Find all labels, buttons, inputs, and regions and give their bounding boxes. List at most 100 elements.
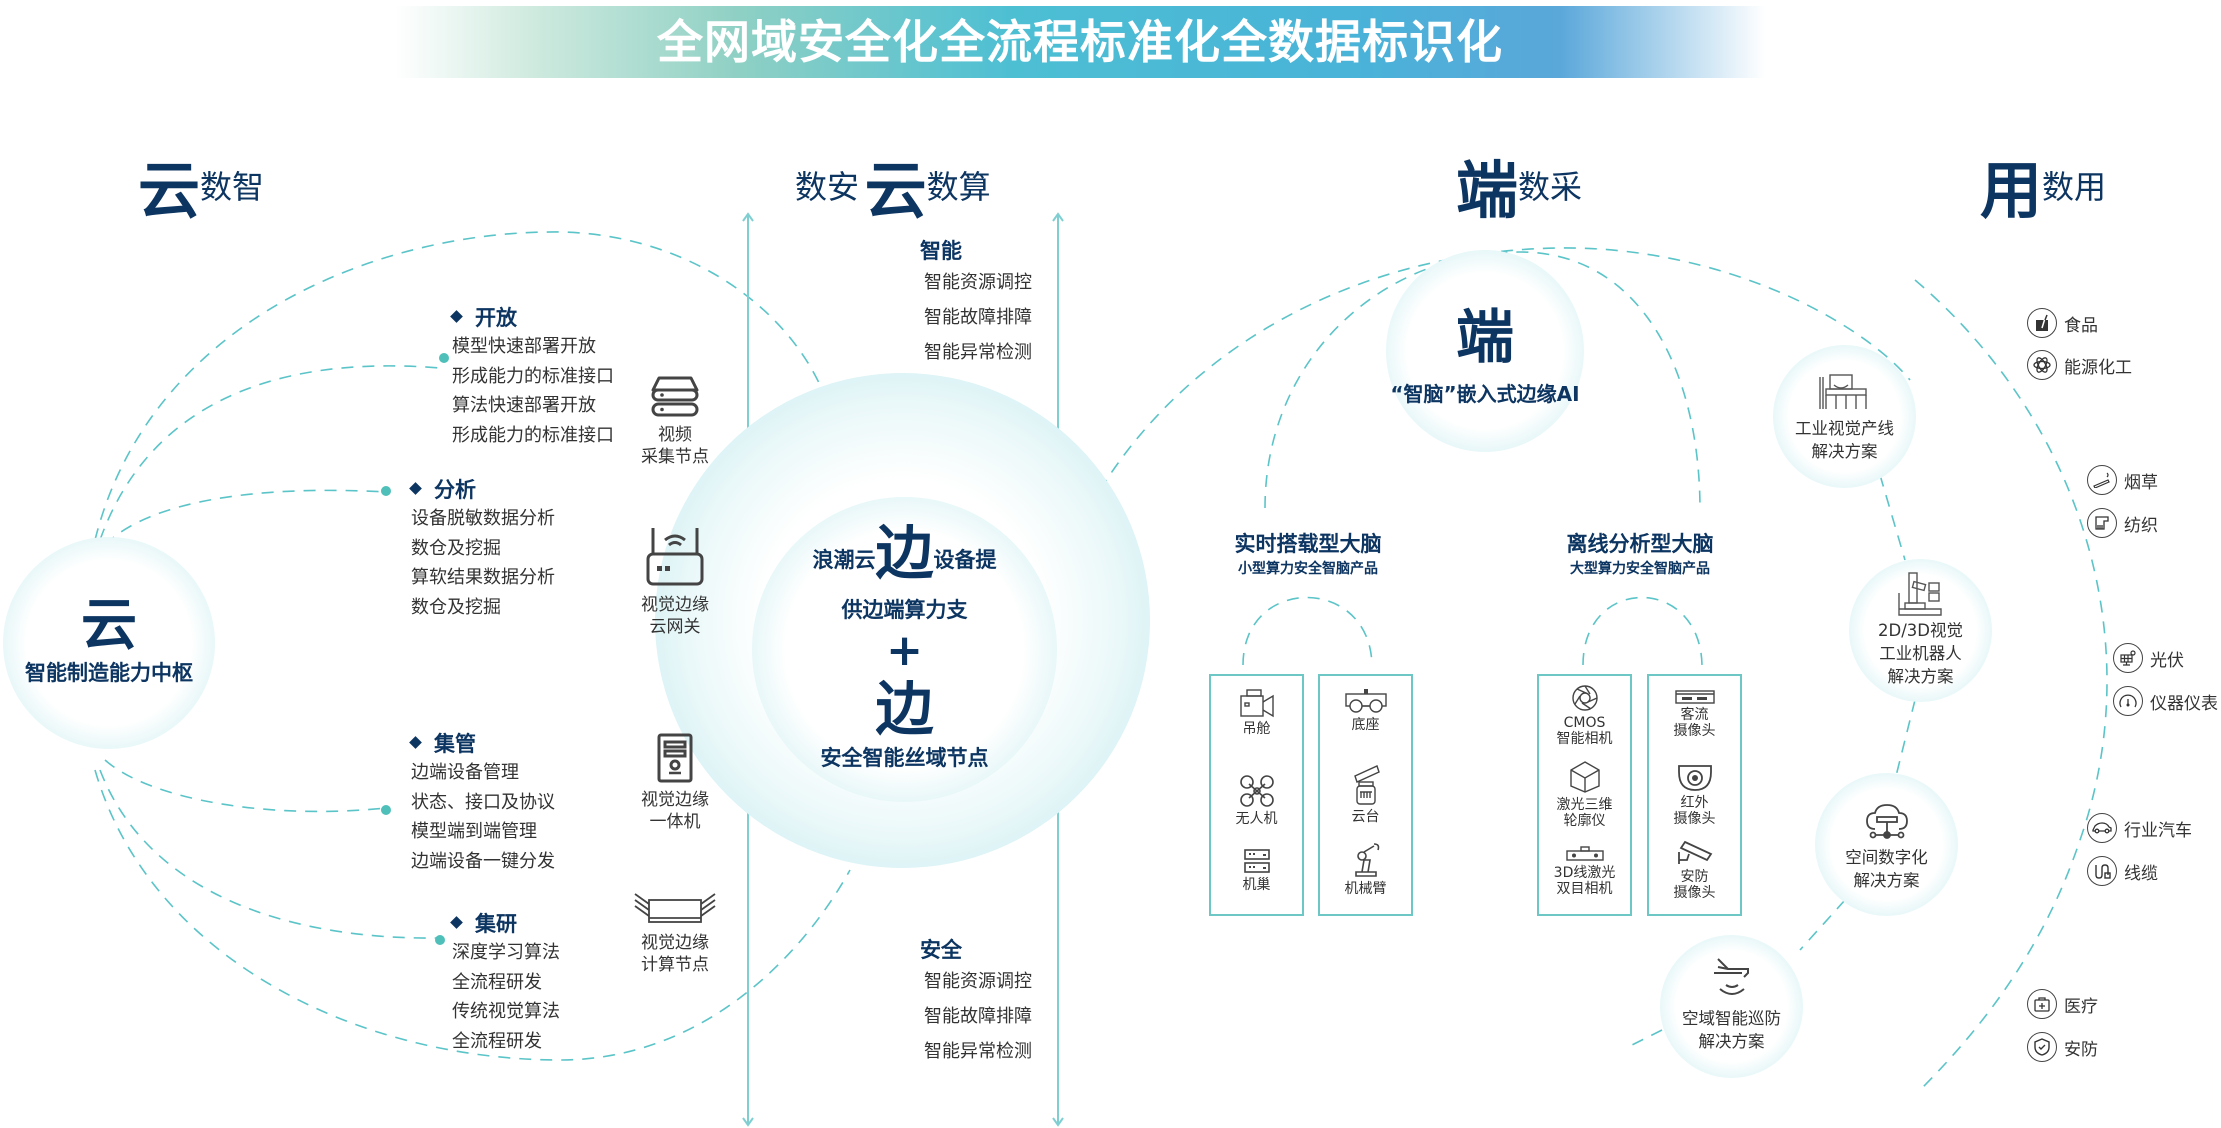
group-title: 集管 [409, 728, 555, 758]
device-column: 客流 摄像头 红外 摄像头 安防 摄像头 [1647, 674, 1742, 916]
solution-label: 工业机器人 [1879, 644, 1962, 663]
industry-medical[interactable]: 医疗 [2027, 989, 2098, 1019]
device-drone: 无人机 [1211, 774, 1302, 827]
device-security-camera: 安防 摄像头 [1649, 838, 1740, 901]
section-subtitle: 数智 [200, 168, 265, 206]
node-label: 视频 [658, 425, 692, 445]
diamond-icon [450, 309, 463, 323]
device-label: 客流 [1680, 707, 1709, 723]
stereo-camera-icon [1565, 846, 1604, 861]
solution-production-line: 工业视觉产线 解决方案 [1773, 345, 1916, 488]
industry-label: 医疗 [2064, 996, 2098, 1017]
industry-label: 线缆 [2124, 863, 2158, 884]
group-dot [435, 935, 445, 945]
group-title: 分析 [409, 474, 555, 504]
router-icon [646, 528, 704, 586]
industry-instruments[interactable]: 仪器仪表 [2113, 686, 2218, 716]
cloud-network-icon [1866, 804, 1908, 839]
industry-security[interactable]: 安防 [2027, 1032, 2098, 1062]
group-line: 算法快速部署开放 [452, 395, 596, 416]
smart-block: 智能 智能资源调控 智能故障排障 智能异常检测 [920, 235, 1032, 370]
industry-label: 纺织 [2124, 515, 2158, 536]
server-tower-icon [657, 733, 693, 783]
medical-kit-icon [2027, 989, 2057, 1019]
dock-icon [1243, 849, 1270, 873]
device-label: CMOS [1563, 715, 1606, 731]
device-infrared-camera: 红外 摄像头 [1649, 762, 1740, 827]
safety-title: 安全 [920, 938, 962, 962]
dome-camera-icon [1677, 765, 1712, 791]
solution-robot-vision: 2D/3D视觉 工业机器人 解决方案 [1849, 559, 1992, 702]
section-subtitle: 数采 [1518, 168, 1583, 206]
device-label: 机械臂 [1344, 881, 1387, 897]
safety-line: 智能故障排障 [924, 1006, 1032, 1027]
industry-textile[interactable]: 纺织 [2087, 508, 2158, 538]
edge-brain-char: 端 [1455, 303, 1514, 371]
industry-label: 烟草 [2124, 472, 2158, 493]
device-column: 底座 云台 机械臂 [1318, 674, 1413, 916]
group-dot [381, 486, 391, 496]
drone-icon [1239, 775, 1274, 807]
group-line: 传统视觉算法 [452, 1001, 560, 1022]
section-header-cloud-compute: 数安 云数算 [795, 140, 991, 230]
group-dot [439, 353, 449, 363]
device-label: 3D线激光 [1553, 865, 1616, 881]
cloud-hub-label: 智能制造能力中枢 [25, 661, 193, 685]
industry-tobacco[interactable]: 烟草 [2087, 465, 2158, 495]
pan-tilt-icon [1353, 765, 1380, 805]
group-line: 模型快速部署开放 [452, 336, 596, 357]
brain-realtime: 实时搭载型大脑 小型算力安全智脑产品 [1208, 528, 1408, 578]
industry-cable[interactable]: 线缆 [2087, 856, 2158, 886]
solution-label: 工业视觉产线 [1795, 419, 1894, 438]
group-line: 数仓及挖掘 [411, 596, 501, 618]
industry-photovoltaic[interactable]: 光伏 [2113, 643, 2184, 673]
solar-panel-icon [2113, 643, 2143, 673]
device-label: 无人机 [1235, 811, 1278, 827]
group-open: 开放 模型快速部署开放 形成能力的标准接口 算法快速部署开放 形成能力的标准接口 [450, 302, 614, 450]
atom-icon [2027, 350, 2057, 380]
cigarette-icon [2087, 465, 2117, 495]
plus-icon: + [886, 625, 923, 676]
section-header-cloud-data-intelligence: 云数智 [138, 140, 264, 230]
industry-food[interactable]: 食品 [2027, 308, 2098, 338]
edge-center-text: 浪潮云边设备提 供边端算力支 + 边 安全智能丝域节点 [752, 520, 1057, 775]
device-label: 红外 [1680, 795, 1709, 811]
section-prefix: 数安 [795, 168, 860, 206]
section-big-char: 云 [864, 154, 927, 227]
smart-line: 智能故障排障 [924, 307, 1032, 328]
drone-signal-icon [1714, 958, 1749, 995]
group-line: 设备脱敏数据分析 [411, 508, 555, 529]
smart-title: 智能 [920, 239, 962, 263]
section-big-char: 云 [138, 154, 201, 227]
center-big-char: 边 [875, 519, 934, 587]
group-line: 数仓及挖掘 [411, 537, 501, 559]
brain-subtitle: 大型算力安全智脑产品 [1570, 561, 1710, 577]
industry-energy-chemical[interactable]: 能源化工 [2027, 350, 2132, 380]
cloud-hub-char: 云 [81, 593, 137, 658]
group-line: 边端设备一键分发 [411, 850, 555, 872]
group-dot [381, 805, 391, 815]
group-research: 集研 深度学习算法 全流程研发 传统视觉算法 全流程研发 [450, 908, 560, 1056]
group-title-text: 分析 [434, 478, 476, 502]
center-line-3: 安全智能丝域节点 [820, 746, 989, 770]
industry-automotive[interactable]: 行业汽车 [2087, 813, 2192, 843]
center-big-char-2: 边 [875, 675, 934, 743]
title-banner [395, 6, 1765, 78]
center-line-2: 供边端算力支 [841, 598, 968, 622]
aperture-icon [1571, 685, 1598, 711]
cloud-hub-bubble [3, 537, 215, 749]
solution-label: 解决方案 [1853, 871, 1920, 890]
group-management: 集管 边端设备管理 状态、接口及协议 模型端到端管理 边端设备一键分发 [409, 728, 555, 876]
node-label: 云网关 [649, 617, 701, 637]
device-label: 摄像头 [1673, 885, 1716, 901]
device-label: 机巢 [1242, 877, 1271, 893]
device-dock: 机巢 [1211, 848, 1302, 893]
device-column: CMOS 智能相机 激光三维 轮廓仪 3D线激光 双目相机 [1537, 674, 1632, 916]
solution-label: 解决方案 [1887, 667, 1954, 686]
brain-title: 离线分析型大脑 [1566, 532, 1714, 556]
security-camera-icon [1677, 840, 1712, 864]
node-label: 采集节点 [641, 447, 709, 467]
device-label: 智能相机 [1556, 731, 1613, 747]
diamond-icon [409, 735, 422, 749]
